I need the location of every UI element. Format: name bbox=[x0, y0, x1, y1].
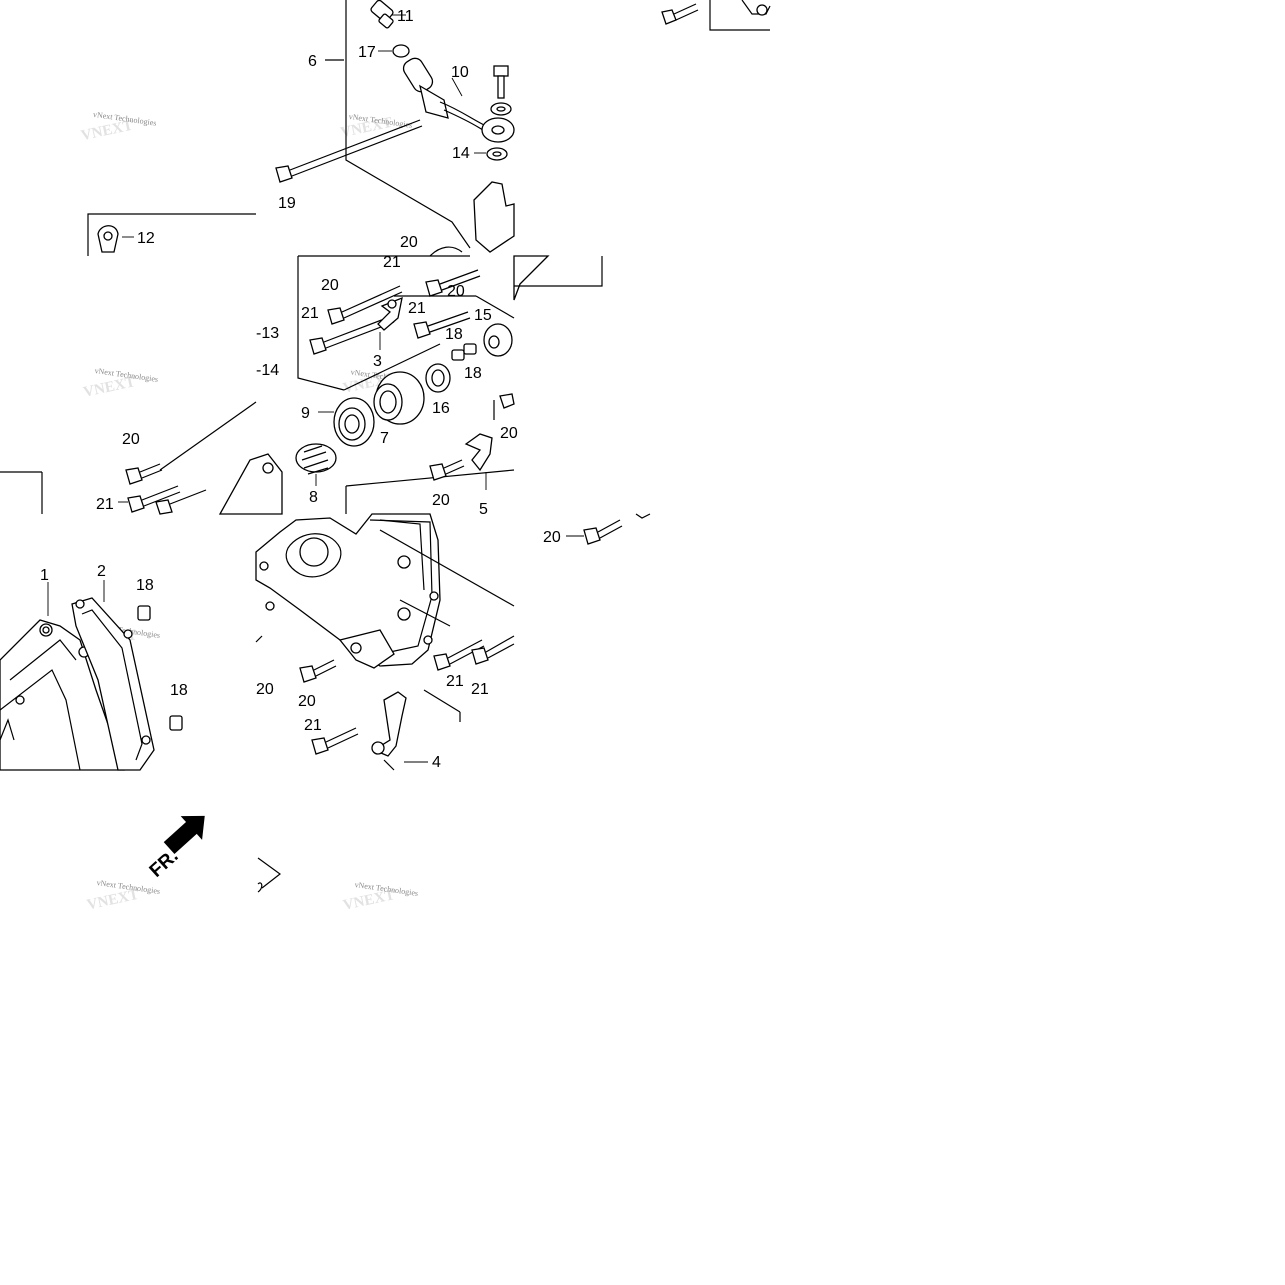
bolt-19 bbox=[275, 119, 423, 183]
callout-20h: 20 bbox=[256, 681, 274, 698]
callout-21c: 21 bbox=[408, 300, 426, 317]
callout-18b: 18 bbox=[464, 365, 482, 382]
callout-11: 11 bbox=[397, 8, 414, 25]
tile-center: 21 20 20 21 21 15 18 3 18 16 9 7 20 8 20… bbox=[256, 254, 603, 518]
callout-21b: 21 bbox=[301, 305, 319, 322]
tile-right-middle: 20 bbox=[543, 513, 651, 546]
callout-3: 3 bbox=[373, 353, 382, 370]
callout-20c: 20 bbox=[447, 283, 465, 300]
callout-21g: 21 bbox=[304, 717, 322, 734]
bleeder-valve-11 bbox=[370, 0, 406, 29]
callout-21e: 21 bbox=[446, 673, 464, 690]
callout-20b: 20 bbox=[321, 277, 339, 294]
hose-10 bbox=[402, 57, 515, 143]
tile-top-right bbox=[661, 0, 771, 31]
tile-left-upper: 12 bbox=[87, 213, 256, 256]
callout-20i: 20 bbox=[543, 529, 561, 546]
tile-lower-center: 21 21 20 21 4 20 bbox=[255, 513, 515, 771]
tile-top-center: 11 6 17 10 14 19 20 bbox=[275, 0, 515, 257]
callout-20g: 20 bbox=[298, 693, 316, 710]
gasket-2 bbox=[71, 597, 155, 771]
tile-lower-left: 1 2 18 18 bbox=[0, 563, 188, 771]
callout-10: 10 bbox=[451, 64, 469, 81]
callout-2: 2 bbox=[97, 563, 106, 580]
callout-21d: 21 bbox=[96, 496, 114, 513]
callout-8: 8 bbox=[309, 489, 318, 506]
callout-14a: -14 bbox=[256, 362, 279, 379]
callout-20a: 20 bbox=[400, 234, 418, 251]
piston-7 bbox=[373, 371, 425, 425]
callout-20f: 20 bbox=[122, 431, 140, 448]
callout-16: 16 bbox=[432, 400, 450, 417]
callout-1: 1 bbox=[40, 567, 49, 584]
tile-left-middle: 20 21 bbox=[0, 401, 283, 515]
callout-20d: 20 bbox=[500, 425, 518, 442]
callout-9: 9 bbox=[301, 405, 310, 422]
front-direction-marker: FR. bbox=[146, 815, 281, 893]
callout-13: -13 bbox=[256, 325, 279, 342]
callout-7: 7 bbox=[380, 430, 389, 447]
callout-18c: 18 bbox=[136, 577, 154, 594]
callout-20e: 20 bbox=[432, 492, 450, 509]
callout-14b: 14 bbox=[452, 145, 470, 162]
callout-18a: 18 bbox=[445, 326, 463, 343]
callout-6: 6 bbox=[308, 53, 317, 70]
seal-9 bbox=[333, 397, 375, 447]
bolt-group-upper-left bbox=[309, 269, 481, 355]
callout-17: 17 bbox=[358, 44, 376, 61]
callout-21f: 21 bbox=[471, 681, 489, 698]
callout-18d: 18 bbox=[170, 682, 188, 699]
crankcase-cover bbox=[255, 513, 441, 669]
callout-21a: 21 bbox=[383, 254, 401, 271]
callout-4: 4 bbox=[432, 754, 441, 771]
callout-15: 15 bbox=[474, 307, 492, 324]
callout-19: 19 bbox=[278, 195, 296, 212]
callout-12: 12 bbox=[137, 230, 155, 247]
callout-5: 5 bbox=[479, 501, 488, 518]
spring-8 bbox=[295, 443, 337, 475]
